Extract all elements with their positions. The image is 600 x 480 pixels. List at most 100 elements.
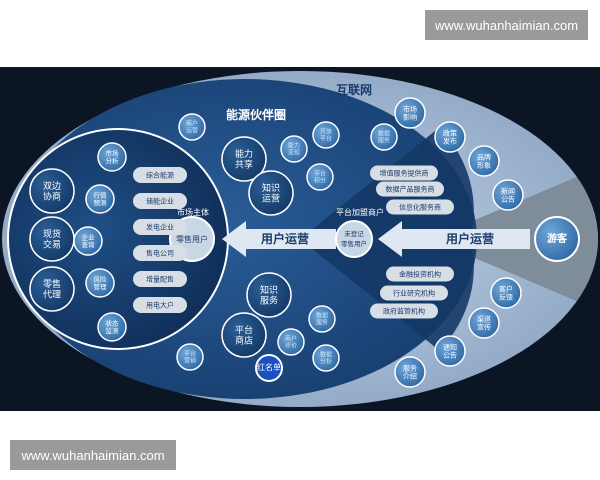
middle-small-node-4-label: 服务 [316, 319, 328, 327]
middle-small-node-0-label: 商户 [186, 120, 198, 128]
user-ops-left-label: 用户运营 [260, 231, 309, 246]
outer-node-1-label: 发布 [443, 137, 457, 146]
merchant-pill-5-label: 政府监管机构 [383, 307, 425, 316]
outer-node-0-label: 影响 [403, 113, 417, 122]
core-node-4-label: 状态 [106, 318, 120, 327]
middle-small-node-6-label: 评价 [285, 342, 297, 350]
middle-small-node-3-label: 积分 [314, 177, 326, 185]
merchant-pill-1 [376, 181, 444, 197]
merchant-pill-2 [386, 199, 454, 215]
core-service-2-label: 零售 [43, 278, 61, 290]
core-service-0-label: 协商 [43, 191, 61, 203]
watermark-bottom: www.wuhanhaimian.com [10, 440, 176, 470]
outer-node-2-label: 形象 [477, 161, 491, 170]
outer-node-5 [468, 307, 500, 339]
energy-circle-label: 能源伙伴圈 [226, 107, 286, 122]
core-service-0 [29, 168, 75, 214]
unregistered-merchant-label: 未登记 [344, 229, 364, 238]
platform-merchant-label: 平台加盟商户 [336, 207, 384, 217]
middle-small-node-0 [178, 113, 206, 141]
middle-small-node-7-label: 分析 [320, 358, 332, 366]
guest-node [534, 216, 580, 262]
middle-small-node-5-label: 营销 [184, 357, 196, 365]
market-subject-label: 市场主体 [177, 207, 209, 217]
outer-node-4-label: 客户 [499, 284, 513, 293]
unregistered-merchant-label-2: 零售用户 [341, 239, 367, 248]
core-node-1-label: 行情 [94, 190, 108, 199]
enterprise-pill-1 [133, 193, 187, 209]
enterprise-pill-5 [133, 297, 187, 313]
outer-node-2 [468, 145, 500, 177]
outer-node-7 [394, 356, 426, 388]
merchant-pill-3 [386, 266, 454, 282]
middle-small-node-7 [312, 344, 340, 372]
outer-node-4-label: 反馈 [499, 293, 513, 302]
enterprise-pill-5-label: 用电大户 [146, 301, 174, 310]
core-node-3 [85, 268, 115, 298]
middle-small-node-8-label: 服务 [378, 137, 390, 145]
core-node-1 [85, 184, 115, 214]
middle-small-node-6-label: 商户 [285, 335, 297, 343]
core-service-0-label: 双边 [43, 181, 61, 192]
outer-node-5-label: 宣传 [477, 323, 491, 332]
user-ops-right-arrow [378, 221, 530, 257]
ecosystem-diagram: 市场影响政策发布品牌形象新闻公告客户反馈渠道宣传通知公告服务介绍 双边协商现货交… [0, 67, 600, 411]
retail-user-label: 零售用户 [176, 234, 208, 244]
core-node-2-label: 企业 [82, 232, 96, 241]
outer-node-3-label: 新闻 [501, 186, 515, 195]
middle-small-node-3-label: 平台 [314, 170, 326, 178]
core-node-0 [97, 142, 127, 172]
core-service-2 [29, 266, 75, 312]
merchant-pill-2-label: 信息化服务商 [399, 203, 441, 212]
middle-node-3 [221, 312, 267, 358]
core-node-0-label: 市场 [106, 148, 120, 157]
core-node-1-label: 预测 [94, 198, 108, 207]
middle-node-3-label: 商店 [235, 335, 253, 347]
outer-node-6-label: 公告 [443, 351, 457, 360]
middle-small-node-8-label: 数据 [378, 130, 390, 138]
outer-node-6 [434, 335, 466, 367]
unregistered-merchant-node [335, 220, 373, 258]
outer-node-4 [490, 277, 522, 309]
core-node-0-label: 分析 [106, 156, 120, 165]
outer-node-2-label: 品牌 [477, 152, 491, 161]
merchant-pill-4-label: 行业研究机构 [393, 289, 435, 298]
core-node-2-label: 查询 [82, 240, 96, 249]
middle-node-1 [248, 170, 294, 216]
enterprise-pill-4 [133, 271, 187, 287]
user-ops-left-arrow [222, 221, 336, 257]
middle-small-node-4 [308, 305, 336, 333]
middle-node-3-label: 平台 [235, 324, 253, 336]
enterprise-pill-3-label: 售电公司 [146, 249, 174, 258]
middle-small-node-1 [280, 135, 308, 163]
middle-node-2-label: 知识 [260, 284, 278, 296]
merchant-pill-0 [370, 165, 438, 181]
enterprise-pill-3 [133, 245, 187, 261]
middle-small-node-7-label: 数据 [320, 351, 332, 359]
middle-node-2-label: 服务 [260, 295, 278, 307]
merchant-pill-5 [370, 303, 438, 319]
outer-node-7-label: 介绍 [403, 372, 417, 381]
merchant-pill-1-label: 数据产品服务商 [386, 185, 435, 194]
middle-small-node-8 [370, 123, 398, 151]
core-node-2 [73, 226, 103, 256]
middle-small-node-1-label: 能力 [288, 142, 300, 150]
outer-node-3-label: 公告 [501, 195, 515, 204]
middle-node-0-label: 能力 [235, 148, 253, 160]
merchant-pill-3-label: 金融投资机构 [399, 270, 441, 279]
enterprise-pill-0 [133, 167, 187, 183]
core-node-4 [97, 312, 127, 342]
middle-small-node-0-label: 运营 [186, 127, 198, 135]
guest-label: 游客 [547, 232, 568, 245]
outer-node-7-label: 服务 [403, 363, 417, 372]
middle-small-node-2 [312, 121, 340, 149]
core-node-4-label: 监测 [106, 326, 120, 335]
user-ops-right-label: 用户运营 [445, 231, 494, 246]
internet-label: 互联网 [336, 83, 372, 97]
middle-small-node-4-label: 数据 [316, 312, 328, 320]
middle-small-node-2-label: 开放 [320, 128, 332, 136]
core-service-1-label: 交易 [43, 239, 61, 251]
enterprise-pill-4-label: 增量配售 [146, 275, 174, 284]
merchant-pill-4 [380, 285, 448, 301]
middle-node-1-label: 知识 [262, 182, 280, 194]
